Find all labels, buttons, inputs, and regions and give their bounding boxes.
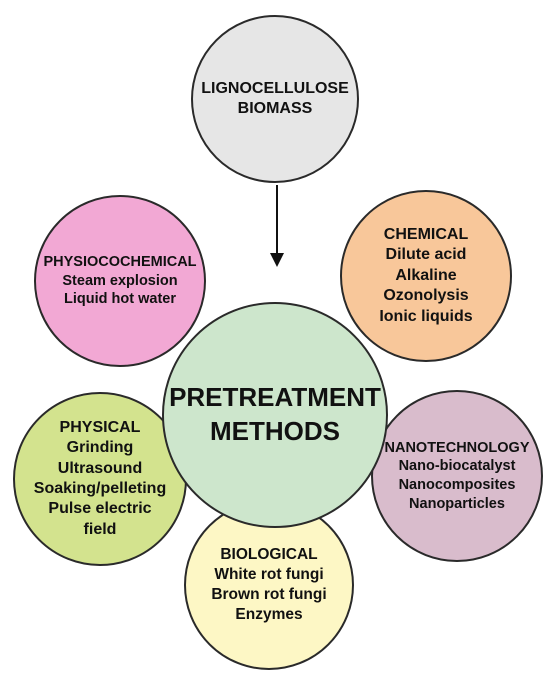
physical-item: Pulse electric <box>48 500 152 518</box>
chemical-item: Dilute acid <box>385 246 467 264</box>
chemical-item: Ionic liquids <box>379 307 473 325</box>
biological-item: White rot fungi <box>214 566 324 584</box>
down-arrow-icon <box>270 185 284 267</box>
biomass-label-line2: BIOMASS <box>237 100 313 117</box>
biological-item: Brown rot fungi <box>211 586 327 603</box>
biological-item: Enzymes <box>235 605 303 623</box>
physical-title: PHYSICAL <box>59 418 141 436</box>
hub-label-line1: PRETREATMENT <box>169 382 381 413</box>
chemical-title: CHEMICAL <box>383 225 469 243</box>
biomass-node: LIGNOCELLULOSE BIOMASS <box>191 15 359 183</box>
nanotechnology-item: Nanoparticles <box>409 495 505 512</box>
physiochemical-node: PHYSIOCOCHEMICAL Steam explosion Liquid … <box>34 195 206 367</box>
physiochemical-title: PHYSIOCOCHEMICAL <box>43 254 197 271</box>
nanotechnology-node: NANOTECHNOLOGY Nano-biocatalyst Nanocomp… <box>371 390 543 562</box>
physical-item: Ultrasound <box>57 459 143 477</box>
physical-item: Soaking/pelleting <box>33 480 167 497</box>
biological-node: BIOLOGICAL White rot fungi Brown rot fun… <box>184 500 354 670</box>
physical-item: field <box>83 520 117 538</box>
physical-node: PHYSICAL Grinding Ultrasound Soaking/pel… <box>13 392 187 566</box>
pretreatment-methods-hub: PRETREATMENT METHODS <box>162 302 388 528</box>
chemical-item: Ozonolysis <box>383 287 469 305</box>
nanotechnology-title: NANOTECHNOLOGY <box>384 439 530 456</box>
nanotechnology-item: Nano-biocatalyst <box>398 458 516 475</box>
biomass-label-line1: LIGNOCELLULOSE <box>201 79 349 97</box>
nanotechnology-item: Nanocomposites <box>398 477 516 493</box>
hub-label-line2: METHODS <box>210 416 340 446</box>
physical-item: Grinding <box>66 439 134 457</box>
biological-title: BIOLOGICAL <box>220 546 318 564</box>
chemical-node: CHEMICAL Dilute acid Alkaline Ozonolysis… <box>340 190 512 362</box>
physiochemical-item: Liquid hot water <box>64 291 176 308</box>
chemical-item: Alkaline <box>395 266 457 284</box>
physiochemical-item: Steam explosion <box>62 272 178 289</box>
